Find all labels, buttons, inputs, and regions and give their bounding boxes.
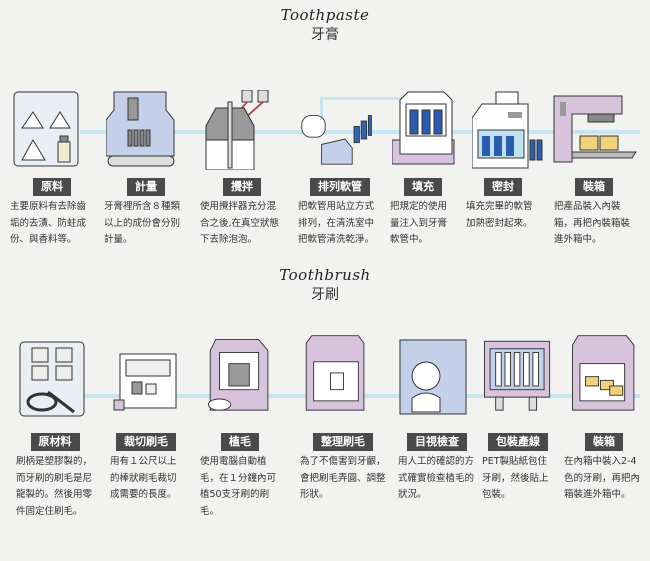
toothbrush-step-inspection: 目視檢查用人工的確認的方式確實檢查植毛的狀況。 (398, 430, 476, 504)
step-description: 把產品裝入內裝箱，再把內裝箱裝進外箱中。 (554, 201, 631, 245)
step-description: 填充完畢的軟管加熱密封起來。 (466, 201, 533, 229)
toothbrush-step-materials: 原材料刷柄是塑膠製的，而牙刷的刷毛是尼龍製的。然後用零件固定住刷毛。 (16, 430, 94, 520)
toothbrush-title-en: Toothbrush (279, 266, 371, 284)
step-description: 使用電腦自動植毛，在１分鐘內可植50支牙刷的刷毛。 (200, 456, 277, 517)
step-label: 植毛 (221, 433, 259, 451)
visual-inspection-icon (399, 339, 467, 415)
toothpaste-title-zh: 牙膏 (311, 27, 339, 43)
tube-arranging-icon (301, 115, 372, 165)
toothpaste-step-mixing: 攪拌使用攪拌器充分混合之後,在真空狀態下去除泡泡。 (200, 175, 284, 249)
bristle-cutting-icon (113, 353, 177, 411)
step-label: 目視檢查 (407, 433, 467, 451)
toothpaste-title-en: Toothpaste (280, 6, 370, 24)
toothpaste-flow-line-up (320, 97, 323, 132)
toothbrush-step-tufting: 植毛使用電腦自動植毛，在１分鐘內可植50支牙刷的刷毛。 (200, 430, 280, 520)
bristle-rounding-machine-icon (305, 335, 365, 411)
filling-machine-icon (392, 91, 455, 165)
step-label: 整理刷毛 (313, 433, 373, 451)
step-label: 排列軟管 (310, 178, 370, 196)
packaging-line-icon (484, 340, 551, 411)
weighing-machine-icon (106, 91, 175, 167)
step-label: 裝箱 (575, 178, 613, 196)
toothbrush-title-zh: 牙刷 (311, 287, 339, 303)
toothpaste-step-weighing: 計量牙膏裡所含８種類以上的成份會分別計量。 (104, 175, 188, 249)
step-label: 計量 (127, 178, 165, 196)
toothbrush-step-rounding: 整理刷毛為了不傷害到牙齦，會把刷毛弄圓、調整形狀。 (300, 430, 386, 504)
step-description: 主要原料有去除齒垢的去漬、防蛀成份、與香料等。 (10, 201, 87, 245)
step-label: 密封 (484, 178, 522, 196)
raw-material-icon (13, 91, 79, 167)
step-description: 刷柄是塑膠製的，而牙刷的刷毛是尼龍製的。然後用零件固定住刷毛。 (16, 456, 93, 517)
toothpaste-step-filling: 填充把規定的使用量注入到牙膏軟管中。 (390, 175, 456, 249)
step-label: 原料 (33, 178, 71, 196)
step-description: PET製貼紙包住牙刷，然後貼上包裝。 (482, 456, 549, 500)
mixer-icon (205, 90, 269, 170)
brush-boxing-icon (572, 335, 635, 411)
step-description: 使用攪拌器充分混合之後,在真空狀態下去除泡泡。 (200, 201, 280, 245)
step-label: 原材料 (30, 433, 80, 451)
step-description: 把軟管用站立方式排列，在清洗室中把軟管清洗乾淨。 (298, 201, 375, 245)
step-label: 裁切刷毛 (116, 433, 176, 451)
step-label: 裝箱 (585, 433, 623, 451)
step-description: 用有１公尺以上的棒狀刷毛裁切成需要的長度。 (110, 456, 177, 500)
tufting-machine-icon (207, 338, 269, 411)
toothbrush-step-cutting: 裁切刷毛用有１公尺以上的棒狀刷毛裁切成需要的長度。 (110, 430, 182, 504)
toothpaste-title: Toothpaste 牙膏 (0, 6, 650, 44)
toothpaste-step-arrange-tubes: 排列軟管把軟管用站立方式排列，在清洗室中把軟管清洗乾淨。 (298, 175, 382, 249)
step-description: 牙膏裡所含８種類以上的成份會分別計量。 (104, 201, 181, 245)
brush-materials-icon (19, 341, 85, 417)
step-label: 填充 (404, 178, 442, 196)
step-description: 把規定的使用量注入到牙膏軟管中。 (390, 201, 448, 245)
step-label: 攪拌 (223, 178, 261, 196)
step-description: 用人工的確認的方式確實檢查植毛的狀況。 (398, 456, 475, 500)
toothpaste-flow-line-top (320, 97, 427, 100)
toothpaste-step-raw-material: 原料主要原料有去除齒垢的去漬、防蛀成份、與香料等。 (10, 175, 94, 249)
boxing-machine-icon (553, 95, 637, 163)
sealing-machine-icon (472, 91, 543, 169)
toothpaste-step-boxing: 裝箱把產品裝入內裝箱，再把內裝箱裝進外箱中。 (554, 175, 634, 249)
step-description: 在內箱中裝入2-4色的牙刷，再把內箱裝進外箱中。 (564, 456, 641, 500)
toothpaste-flow-line (80, 130, 640, 134)
toothbrush-step-packaging: 包裝產線 PET製貼紙包住牙刷，然後貼上包裝。 (482, 430, 554, 504)
step-label: 包裝產線 (488, 433, 548, 451)
toothbrush-step-boxing: 裝箱在內箱中裝入2-4色的牙刷，再把內箱裝進外箱中。 (564, 430, 644, 504)
toothpaste-step-sealing: 密封填充完畢的軟管加熱密封起來。 (466, 175, 540, 232)
step-description: 為了不傷害到牙齦，會把刷毛弄圓、調整形狀。 (300, 456, 386, 500)
toothbrush-title: Toothbrush 牙刷 (0, 266, 650, 304)
